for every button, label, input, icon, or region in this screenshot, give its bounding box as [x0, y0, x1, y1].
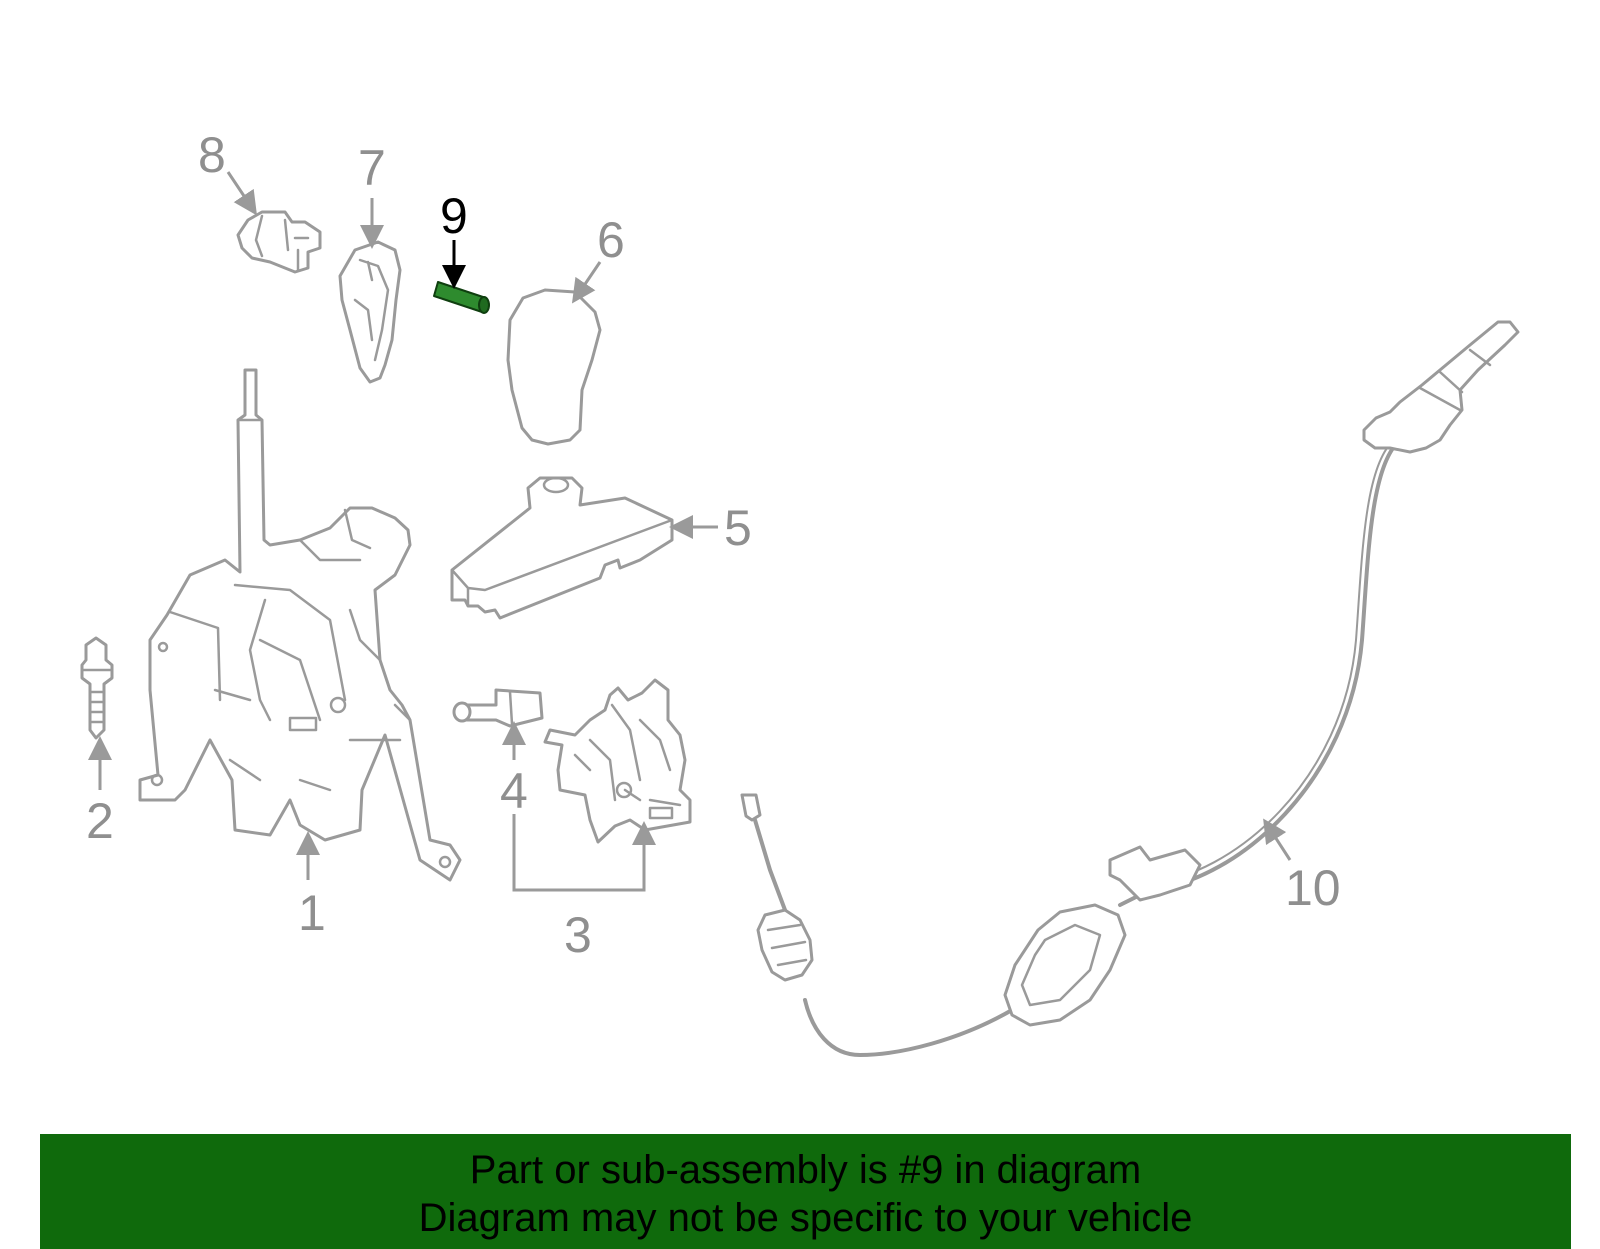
callout-4: 4: [500, 763, 528, 819]
callout-5: 5: [724, 500, 752, 556]
callout-1: 1: [298, 885, 326, 941]
banner-line-1: Part or sub-assembly is #9 in diagram: [469, 1148, 1142, 1192]
callout-9: 9: [440, 188, 468, 244]
part-5-cover[interactable]: [450, 476, 674, 620]
part-4-sensor[interactable]: [452, 688, 544, 728]
part-6-knob-shell[interactable]: [506, 288, 602, 446]
part-9-pin[interactable]: [433, 281, 490, 314]
callout-3: 3: [564, 907, 592, 963]
banner-line-2: Diagram may not be specific to your vehi…: [418, 1196, 1193, 1240]
leader-6: [571, 261, 602, 304]
leader-10: [1263, 818, 1292, 861]
callout-2: 2: [86, 793, 114, 849]
part-8-connector[interactable]: [236, 210, 322, 274]
callout-10: 10: [1285, 860, 1341, 916]
info-banner: Part or sub-assembly is #9 in diagram Di…: [40, 1134, 1571, 1249]
leader-8: [226, 171, 257, 216]
parts-diagram: 1 2 3 4 5 6 7 8 9 10: [80, 127, 1520, 1057]
part-2-bolt[interactable]: [80, 636, 114, 740]
leader-3: [512, 814, 656, 892]
callout-6: 6: [597, 212, 625, 268]
part-7-knob-insert[interactable]: [338, 240, 402, 384]
part-1-shifter-base[interactable]: [138, 368, 462, 882]
callout-8: 8: [198, 127, 226, 183]
part-3-bracket[interactable]: [543, 678, 692, 844]
part-10-shift-cable[interactable]: [740, 320, 1520, 1057]
callout-7: 7: [358, 140, 386, 196]
